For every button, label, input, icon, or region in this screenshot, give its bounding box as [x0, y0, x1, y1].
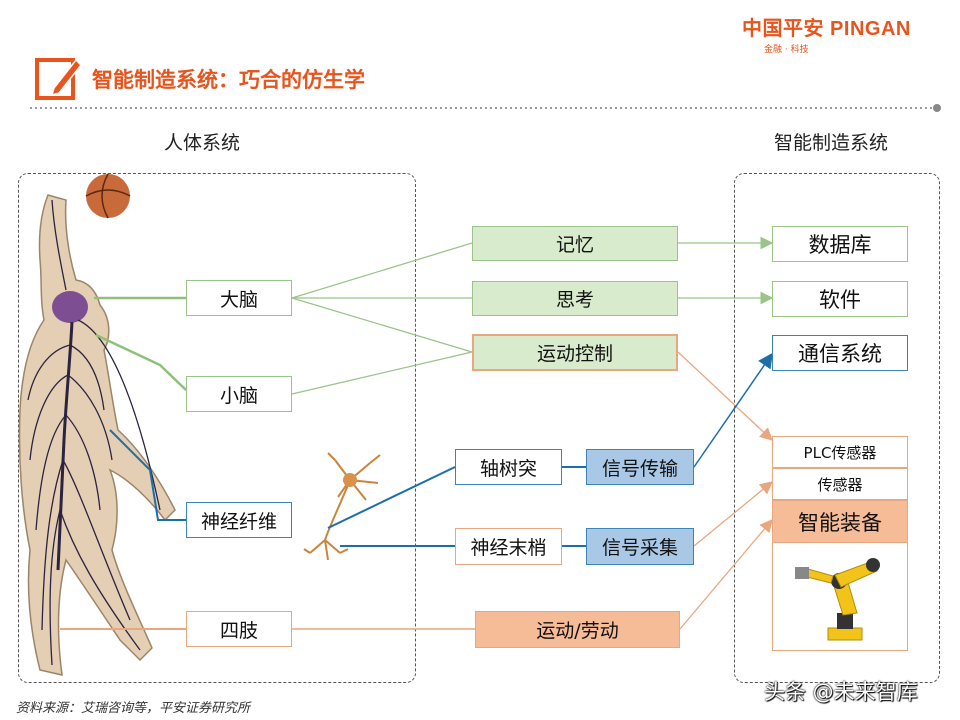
node-smart-equipment: 智能装备 — [772, 500, 908, 543]
node-memory: 记忆 — [472, 226, 678, 261]
robot-arm-icon — [795, 558, 880, 641]
node-database: 数据库 — [772, 226, 908, 262]
node-brain: 大脑 — [186, 280, 292, 316]
node-thinking: 思考 — [472, 281, 678, 316]
left-column-header: 人体系统 — [164, 132, 241, 154]
basketball-icon — [85, 173, 131, 219]
page-title: 智能制造系统：巧合的仿生学 — [92, 67, 365, 92]
node-nerve-fiber: 神经纤维 — [186, 502, 292, 538]
source-note: 资料来源：艾瑞咨询等，平安证券研究所 — [16, 701, 251, 716]
node-sensor: 传感器 — [772, 468, 908, 500]
title-divider — [30, 104, 941, 112]
logo-subtext: 金融 · 科技 — [764, 45, 809, 55]
node-dendrite: 轴树突 — [455, 449, 562, 485]
robot-arm-panel — [772, 543, 908, 651]
node-motor-control: 运动控制 — [472, 334, 678, 371]
node-signal-transmit: 信号传输 — [586, 449, 694, 485]
node-comm-system: 通信系统 — [772, 335, 908, 371]
node-nerve-ending: 神经末梢 — [455, 528, 562, 565]
logo-text: 中国平安 PINGAN — [742, 18, 911, 40]
manufacturing-system-frame — [734, 173, 940, 683]
right-column-header: 智能制造系统 — [774, 132, 889, 154]
node-software: 软件 — [772, 281, 908, 317]
human-system-frame — [18, 173, 416, 683]
pencil-icon — [34, 54, 83, 102]
node-motion-labor: 运动/劳动 — [475, 611, 680, 648]
watermark: 头条 @未来智库 — [764, 680, 918, 704]
node-signal-collect: 信号采集 — [586, 528, 694, 565]
node-limbs: 四肢 — [186, 611, 292, 647]
neuron-illustration — [303, 452, 381, 561]
pingan-logo: 中国平安 PINGAN 金融 · 科技 — [742, 12, 942, 55]
node-cerebellum: 小脑 — [186, 376, 292, 412]
human-nervous-system-illustration — [18, 173, 176, 676]
node-plc-sensor: PLC传感器 — [772, 436, 908, 468]
